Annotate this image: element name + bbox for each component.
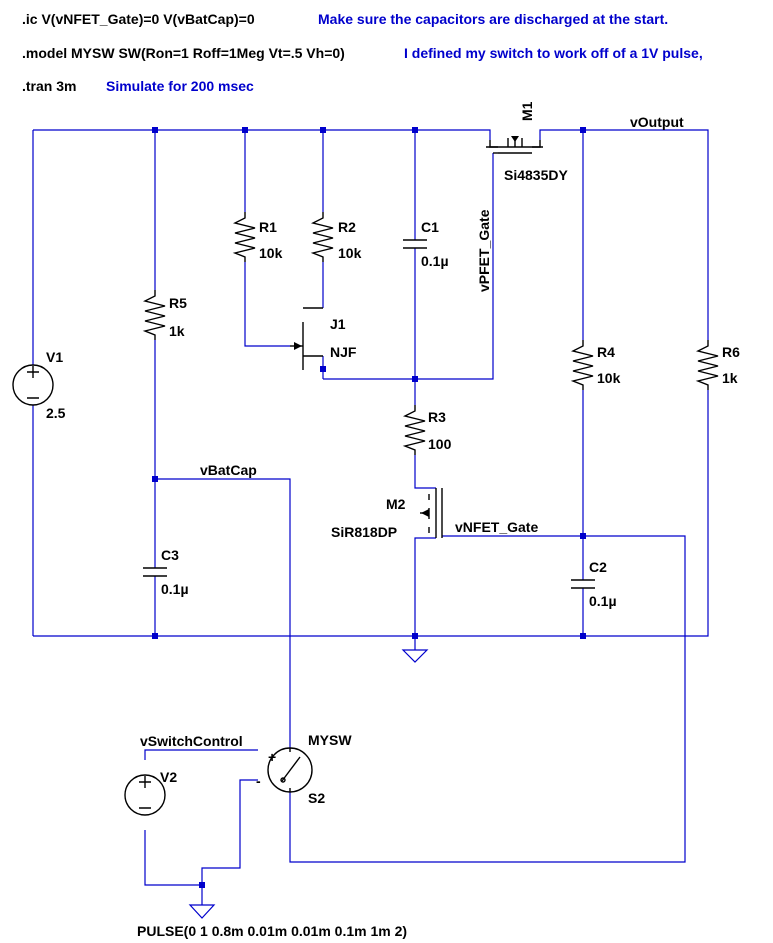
s2-model: MYSW: [308, 732, 352, 748]
resistor-r5[interactable]: R5 1k: [142, 290, 187, 340]
jfet-j1[interactable]: J1 NJF: [290, 307, 357, 370]
c2-label: C2: [589, 559, 607, 575]
r2-label: R2: [338, 219, 356, 235]
r5-label: R5: [169, 295, 187, 311]
r6-value: 1k: [722, 370, 738, 386]
r6-label: R6: [722, 344, 740, 360]
v2-value: PULSE(0 1 0.8m 0.01m 0.01m 0.1m 1m 2): [137, 923, 407, 939]
net-label-vpfet-gate[interactable]: vPFET_Gate: [476, 209, 492, 292]
r2-value: 10k: [338, 245, 362, 261]
net-label-vbatcap[interactable]: vBatCap: [200, 462, 257, 478]
ground-symbol[interactable]: [401, 649, 429, 663]
voltage-source-v1[interactable]: V1 2.5: [12, 349, 66, 421]
c3-value: 0.1µ: [161, 581, 189, 597]
capacitor-c2[interactable]: C2 0.1µ: [571, 559, 617, 609]
tran-comment[interactable]: Simulate for 200 msec: [106, 78, 254, 94]
m2-label: M2: [386, 496, 406, 512]
capacitor-c1[interactable]: C1 0.1µ: [403, 219, 449, 269]
c2-value: 0.1µ: [589, 593, 617, 609]
m2-value: SiR818DP: [331, 524, 397, 540]
switch-plus-pin: +: [268, 749, 276, 765]
r3-value: 100: [428, 436, 452, 452]
tran-directive[interactable]: .tran 3m: [22, 78, 76, 94]
net-label-vnfet-gate[interactable]: vNFET_Gate: [455, 519, 538, 535]
capacitor-c3[interactable]: C3 0.1µ: [143, 547, 189, 597]
j1-label: J1: [330, 316, 346, 332]
m1-label: M1: [519, 101, 535, 121]
ic-comment[interactable]: Make sure the capacitors are discharged …: [318, 11, 668, 27]
s2-label: S2: [308, 790, 325, 806]
c3-label: C3: [161, 547, 179, 563]
junctions: [152, 127, 586, 888]
m1-value: Si4835DY: [504, 167, 568, 183]
r4-value: 10k: [597, 370, 621, 386]
model-comment[interactable]: I defined my switch to work off of a 1V …: [404, 45, 703, 61]
net-label-voutput[interactable]: vOutput: [630, 114, 684, 130]
v1-value: 2.5: [46, 405, 66, 421]
resistor-r1[interactable]: R1 10k: [232, 212, 283, 262]
c1-value: 0.1µ: [421, 253, 449, 269]
r5-value: 1k: [169, 323, 185, 339]
v2-label: V2: [160, 769, 177, 785]
net-label-vswitchcontrol[interactable]: vSwitchControl: [140, 733, 243, 749]
r1-value: 10k: [259, 245, 283, 261]
c1-label: C1: [421, 219, 439, 235]
pmosfet-m1[interactable]: M1 Si4835DY: [486, 101, 568, 183]
switch-minus-pin: -: [256, 773, 261, 789]
resistor-r6[interactable]: R6 1k: [695, 340, 740, 390]
r4-label: R4: [597, 344, 615, 360]
resistor-r2[interactable]: R2 10k: [310, 212, 362, 262]
ground-symbol-v2[interactable]: [188, 904, 216, 919]
resistor-r3[interactable]: R3 100: [402, 405, 452, 455]
j1-value: NJF: [330, 344, 357, 360]
model-directive[interactable]: .model MYSW SW(Ron=1 Roff=1Meg Vt=.5 Vh=…: [22, 45, 345, 61]
resistor-r4[interactable]: R4 10k: [570, 340, 621, 390]
voltage-source-v2[interactable]: V2 PULSE(0 1 0.8m 0.01m 0.01m 0.1m 1m 2): [124, 769, 407, 939]
ic-directive[interactable]: .ic V(vNFET_Gate)=0 V(vBatCap)=0: [22, 11, 255, 27]
r1-label: R1: [259, 219, 277, 235]
v1-label: V1: [46, 349, 63, 365]
nmosfet-m2[interactable]: M2 SiR818DP: [331, 488, 443, 540]
switch-s2[interactable]: + - MYSW S2: [256, 732, 352, 806]
wires: [32, 129, 709, 905]
r3-label: R3: [428, 409, 446, 425]
